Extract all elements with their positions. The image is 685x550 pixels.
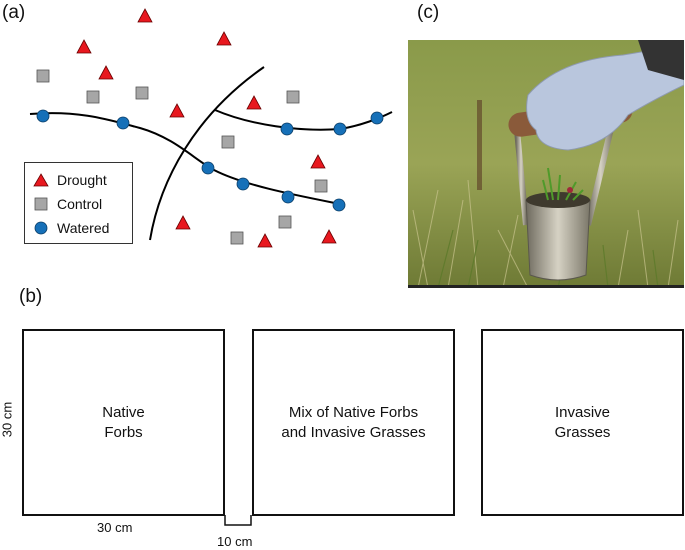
control-marker xyxy=(230,231,244,245)
drought-marker xyxy=(257,233,273,248)
panel-label-c: (c) xyxy=(417,2,440,23)
dimension-gap-label: 10 cm xyxy=(217,534,253,549)
control-marker xyxy=(221,135,235,149)
drought-marker xyxy=(76,39,92,54)
watered-marker xyxy=(236,177,250,191)
plot-label-line1: Mix of Native Forbs xyxy=(288,403,419,421)
control-marker xyxy=(36,69,50,83)
irrigation-line-1 xyxy=(29,112,346,206)
gap-bracket xyxy=(224,515,252,526)
site-map-diagram xyxy=(29,8,393,248)
watered-marker xyxy=(36,109,50,123)
control-marker xyxy=(86,90,100,104)
drought-marker xyxy=(137,8,153,23)
soil-corer-photo xyxy=(408,40,684,288)
dimension-width-label: 30 cm xyxy=(97,520,133,535)
gray-square-icon xyxy=(34,197,48,211)
dimension-height-label: 30 cm xyxy=(0,401,15,438)
plot-native-forbs: Native Forbs xyxy=(22,329,225,516)
blue-circle-icon xyxy=(34,221,48,235)
legend-item-drought: Drought xyxy=(33,169,107,191)
red-triangle-icon xyxy=(33,173,49,187)
plot-label-line1: Invasive xyxy=(554,403,610,421)
drought-marker xyxy=(246,95,262,110)
control-marker xyxy=(135,86,149,100)
watered-marker xyxy=(201,161,215,175)
plot-invasive-grasses: Invasive Grasses xyxy=(481,329,684,516)
control-marker xyxy=(314,179,328,193)
legend-label-watered: Watered xyxy=(57,220,110,236)
plot-mix: Mix of Native Forbs and Invasive Grasses xyxy=(252,329,455,516)
watered-marker xyxy=(116,116,130,130)
drought-marker xyxy=(169,103,185,118)
legend-item-watered: Watered xyxy=(33,217,109,239)
legend: Drought Control Watered xyxy=(24,162,133,244)
control-marker xyxy=(278,215,292,229)
drought-marker xyxy=(310,154,326,169)
control-marker xyxy=(286,90,300,104)
watered-marker xyxy=(333,122,347,136)
plot-label-line2: and Invasive Grasses xyxy=(281,423,426,441)
drought-marker xyxy=(175,215,191,230)
drought-marker xyxy=(98,65,114,80)
legend-label-drought: Drought xyxy=(57,172,107,188)
panel-label-a: (a) xyxy=(2,2,26,23)
plot-label-line1: Native xyxy=(102,403,145,421)
plot-label-line2: Grasses xyxy=(554,423,611,441)
panel-label-b: (b) xyxy=(19,286,43,307)
irrigation-line-2 xyxy=(214,109,393,131)
plot-label-line2: Forbs xyxy=(104,423,143,441)
legend-item-control: Control xyxy=(33,193,102,215)
legend-label-control: Control xyxy=(57,196,103,212)
watered-marker xyxy=(370,111,384,125)
drought-marker xyxy=(216,31,232,46)
watered-marker xyxy=(281,190,295,204)
watered-marker xyxy=(280,122,294,136)
watered-marker xyxy=(332,198,346,212)
divider-curve xyxy=(149,66,265,241)
drought-marker xyxy=(321,229,337,244)
